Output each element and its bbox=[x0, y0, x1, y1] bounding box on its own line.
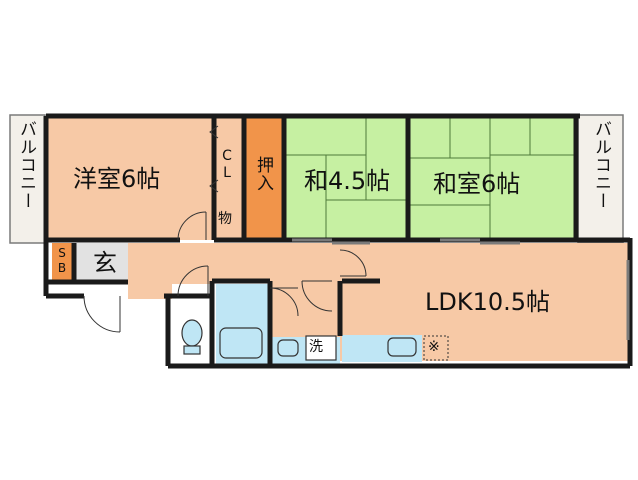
japanese-room-large bbox=[410, 118, 576, 240]
toilet-bowl bbox=[181, 319, 203, 347]
shoe-box bbox=[52, 243, 74, 281]
ldk-label: LDK10.5帖 bbox=[425, 288, 551, 316]
western-room bbox=[48, 118, 216, 240]
balcony-right bbox=[577, 114, 624, 244]
japanese-room-small bbox=[286, 118, 408, 240]
walls bbox=[43, 113, 633, 369]
japanese-room-small-label: 和4.5帖 bbox=[304, 167, 391, 195]
shoe-box-label: SB bbox=[55, 246, 69, 276]
hallway bbox=[128, 243, 340, 281]
bathtub bbox=[219, 327, 263, 359]
balcony-left bbox=[9, 114, 46, 244]
balcony-left-label: バルコニー bbox=[16, 120, 36, 210]
closet bbox=[216, 118, 244, 204]
kitchen-mark-label: ※ bbox=[428, 339, 440, 355]
kitchen-sink bbox=[387, 337, 417, 357]
closet-label: CL bbox=[219, 148, 235, 182]
entrance bbox=[76, 243, 128, 281]
fridge-space bbox=[423, 335, 449, 361]
doors bbox=[83, 125, 367, 333]
entrance-label: 玄 bbox=[93, 249, 117, 277]
washer-box bbox=[305, 335, 337, 361]
washer-label: 洗 bbox=[309, 339, 323, 355]
japanese-room-large-label: 和室6帖 bbox=[433, 170, 521, 198]
western-room-label: 洋室6帖 bbox=[73, 165, 161, 193]
oshiire-label: 押入 bbox=[253, 156, 273, 192]
sliding-doors bbox=[292, 238, 630, 340]
balcony-right-label: バルコニー bbox=[591, 120, 611, 210]
oshiire bbox=[246, 118, 282, 240]
storage-label: 物 bbox=[218, 211, 232, 227]
wash-basin bbox=[277, 339, 299, 357]
